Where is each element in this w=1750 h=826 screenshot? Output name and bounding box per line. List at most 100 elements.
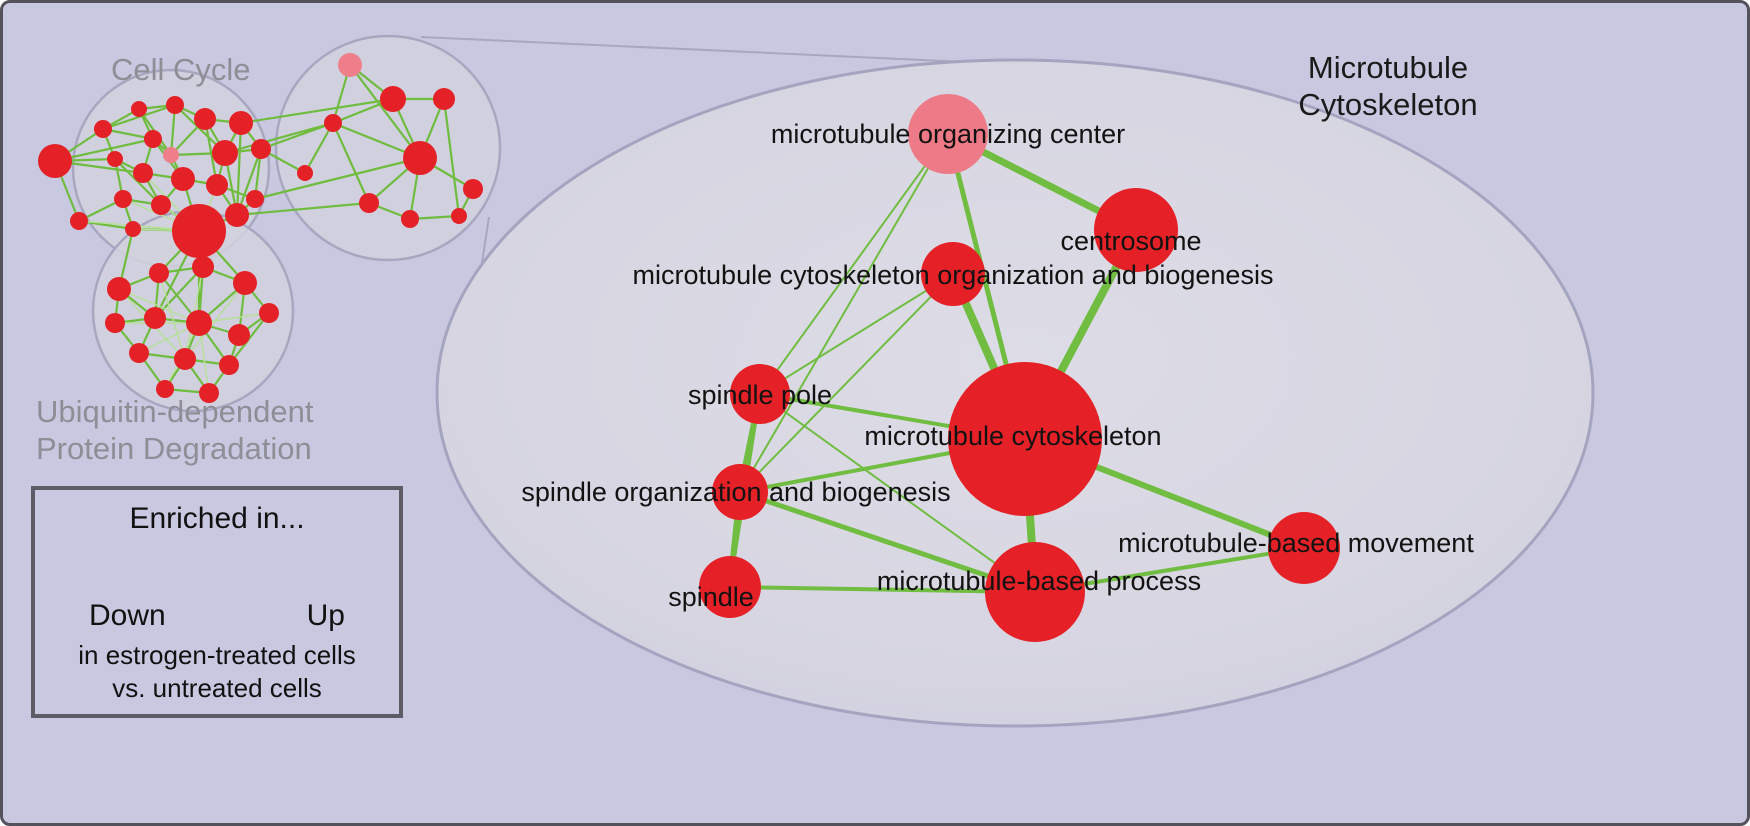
ubiquitin-label-line1: Ubiquitin-dependent [36,394,314,429]
overview-node [171,167,195,191]
legend-caption-line1: in estrogen-treated cells [78,640,356,670]
detail-edge [759,133,949,395]
ubiquitin-cluster-label: Ubiquitin-dependent Protein Degradation [36,393,314,467]
legend-title: Enriched in... [129,502,305,535]
overview-node [125,221,141,237]
overview-node [151,195,171,215]
detail-edge [759,273,954,395]
overview-node [131,101,147,117]
legend-gradient-bar [114,548,320,595]
overview-node [229,111,253,135]
overview-edge [235,121,243,217]
overview-node [107,277,131,301]
overview-light-edge [118,288,200,324]
overview-node [105,313,125,333]
overview-node [359,193,379,213]
overview-edge [203,117,219,187]
overview-edge [253,156,422,201]
legend-down-label: Down [89,599,166,632]
detail-labels: microtubule organizing center centrosome m… [521,119,1474,612]
overview-node [403,141,437,175]
legend-caption: in estrogen-treated cells vs. untreated … [35,639,399,705]
overview-node [212,140,238,166]
overview-node [166,96,184,114]
overview-node [172,204,226,258]
detail-node [1094,188,1178,272]
overview-edge [239,97,395,125]
ubiquitin-label-line2: Protein Degradation [36,431,312,466]
detail-node-label: microtubule-based process [877,566,1201,596]
detail-node-label: microtubule cytoskeleton organization an… [633,260,1274,290]
detail-node [712,464,768,520]
legend-end-labels: Down Up [89,599,345,633]
overview-node [107,151,123,167]
overview-node [94,120,112,138]
overview-node [225,203,249,227]
overview-node [156,380,174,398]
overview-node [144,130,162,148]
overview-node [433,88,455,110]
overview-light-edge [158,272,186,360]
overview-node [149,263,169,283]
detail-node [921,242,985,306]
overview-node [133,163,153,183]
overview-edge [442,97,461,218]
detail-nodes [699,94,1340,642]
microtubule-cytoskeleton-title: Microtubule Cytoskeleton [1258,49,1518,123]
detail-node-label: spindle organization and biogenesis [521,477,950,507]
detail-node [908,94,988,174]
overview-node [194,108,216,130]
overview-edge [331,121,371,205]
overview-node [70,212,88,230]
overview-node [228,324,250,346]
figure-canvas: microtubule organizing center centrosome m… [38,34,1595,728]
detail-node-label: microtubule cytoskeleton [864,421,1161,451]
overview-edge [153,265,205,320]
overview-node [401,210,419,228]
overview-node [451,208,467,224]
detail-node [730,364,790,424]
overview-edge [259,121,335,151]
overview-edge [235,201,371,217]
cell-cycle-label-text: Cell Cycle [111,52,251,87]
overview-node [163,147,179,163]
overview-node [380,86,406,112]
overview-node [129,343,149,363]
overview-node [186,310,212,336]
overview-edge [223,121,335,155]
overview-edge [303,121,335,175]
overview-node [38,144,72,178]
overview-node [463,179,483,199]
overview-node [259,303,279,323]
detail-node-label: microtubule organizing center [771,119,1125,149]
detail-node [948,362,1102,516]
legend-caption-line2: vs. untreated cells [112,673,322,703]
overview-node [338,53,362,77]
legend-box: Enriched in... Down Up in estrogen-treat… [31,486,403,718]
overview-node [199,383,219,403]
detail-edge [759,393,1036,593]
cell-cycle-cluster-label: Cell Cycle [111,51,251,88]
overview-edge [348,63,422,160]
overview-light-edge [184,282,246,360]
legend-up-label: Up [306,599,345,632]
overview-node [114,190,132,208]
detail-edge [737,489,1038,595]
overview-node [174,348,196,370]
overview-node [219,355,239,375]
overview-node [233,271,257,295]
detail-node-label: spindle [668,582,754,612]
overview-node [192,256,214,278]
zoom-line [420,36,989,64]
detail-node-label: centrosome [1060,226,1201,256]
detail-node [1268,512,1340,584]
detail-node [985,542,1085,642]
detail-network: microtubule organizing center centrosome m… [521,94,1474,642]
detail-node-label: microtubule-based movement [1118,528,1474,558]
overview-node [251,139,271,159]
microtubule-title-line1: Microtubule [1307,50,1469,85]
detail-edge [739,133,949,493]
overview-network [38,34,502,413]
detail-node-label: spindle pole [688,380,832,410]
